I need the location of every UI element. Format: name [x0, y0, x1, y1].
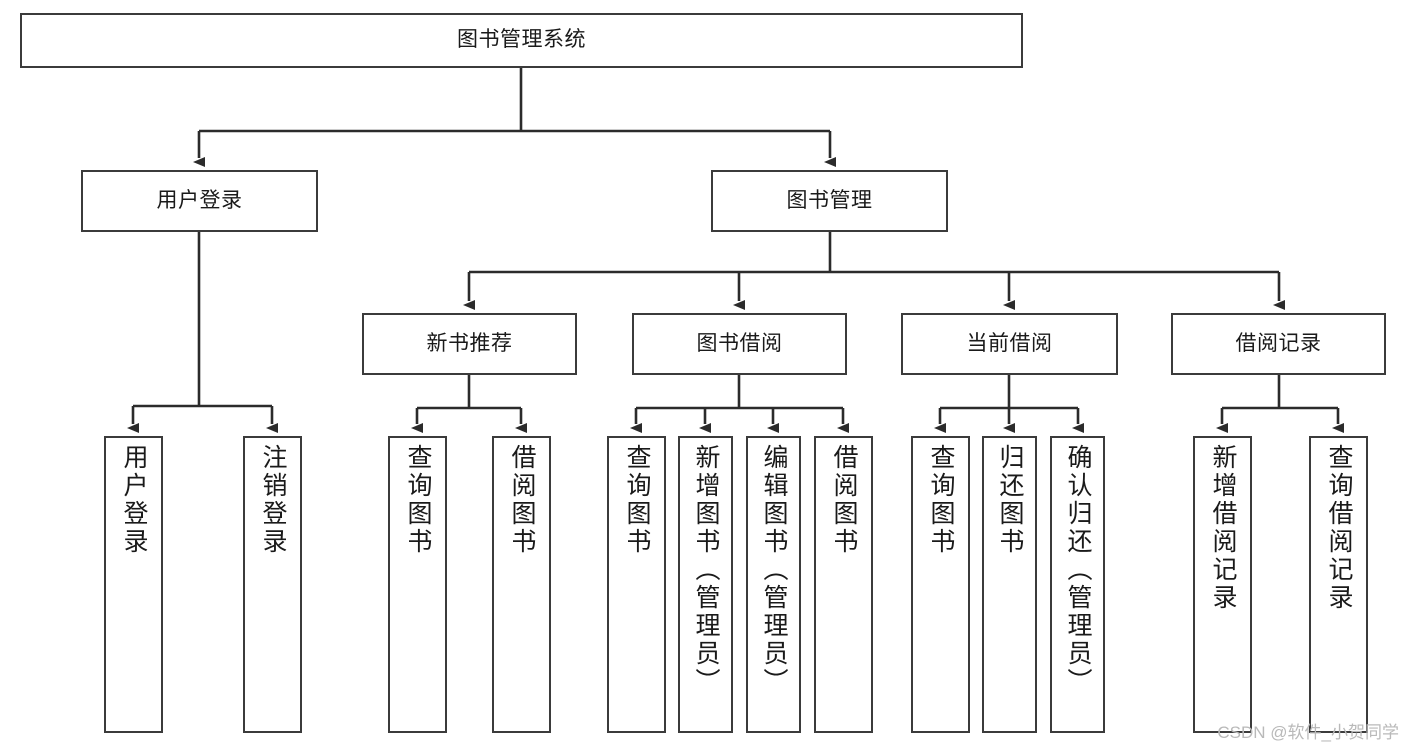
leaf-return-book[interactable]: 归还图书 [982, 436, 1037, 733]
leaf-user-login[interactable]: 用户登录 [104, 436, 163, 733]
leaf-query-book-current[interactable]: 查询图书 [911, 436, 970, 733]
leaf-edit-book-admin[interactable]: 编辑图书（管理员） [746, 436, 801, 733]
node-borrow-record[interactable]: 借阅记录 [1171, 313, 1386, 375]
node-label: 查询图书 [927, 444, 955, 556]
node-label: 图书管理 [786, 188, 873, 212]
node-label: 归还图书 [996, 444, 1024, 556]
node-book-management[interactable]: 图书管理 [711, 170, 948, 232]
node-new-book-recommendation[interactable]: 新书推荐 [362, 313, 577, 375]
node-label: 编辑图书（管理员） [760, 444, 788, 696]
leaf-add-borrow-record[interactable]: 新增借阅记录 [1193, 436, 1252, 733]
node-book-borrow[interactable]: 图书借阅 [632, 313, 847, 375]
node-label: 借阅图书 [830, 444, 858, 556]
node-label: 用户登录 [120, 444, 148, 556]
leaf-query-book-recommend[interactable]: 查询图书 [388, 436, 447, 733]
node-root-book-management-system[interactable]: 图书管理系统 [20, 13, 1023, 68]
leaf-logout[interactable]: 注销登录 [243, 436, 302, 733]
node-label: 用户登录 [156, 188, 243, 212]
leaf-add-book-admin[interactable]: 新增图书（管理员） [678, 436, 733, 733]
node-label: 新书推荐 [426, 331, 513, 355]
csdn-watermark: CSDN @软件_小贺同学 [1217, 723, 1399, 742]
node-label: 查询图书 [404, 444, 432, 556]
leaf-borrow-book[interactable]: 借阅图书 [814, 436, 873, 733]
leaf-borrow-book-recommend[interactable]: 借阅图书 [492, 436, 551, 733]
node-user-login[interactable]: 用户登录 [81, 170, 318, 232]
node-label: 借阅记录 [1235, 331, 1322, 355]
leaf-query-book-borrow[interactable]: 查询图书 [607, 436, 666, 733]
node-current-borrow[interactable]: 当前借阅 [901, 313, 1118, 375]
node-label: 当前借阅 [966, 331, 1053, 355]
leaf-query-borrow-record[interactable]: 查询借阅记录 [1309, 436, 1368, 733]
node-label: 借阅图书 [508, 444, 536, 556]
node-label: 新增图书（管理员） [692, 444, 720, 696]
node-label: 图书管理系统 [457, 28, 586, 52]
node-label: 图书借阅 [696, 331, 783, 355]
node-label: 注销登录 [259, 444, 287, 556]
leaf-confirm-return-admin[interactable]: 确认归还（管理员） [1050, 436, 1105, 733]
node-label: 确认归还（管理员） [1064, 444, 1092, 696]
node-label: 查询借阅记录 [1325, 444, 1353, 612]
node-label: 新增借阅记录 [1209, 444, 1237, 612]
node-label: 查询图书 [623, 444, 651, 556]
